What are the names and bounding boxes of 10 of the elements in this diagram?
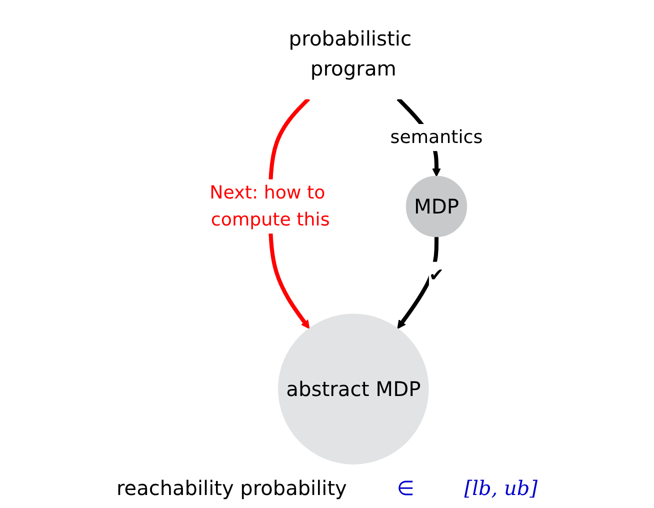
arrow — [397, 236, 438, 329]
node-circle: abstract MDP — [278, 314, 429, 464]
element-of-symbol: ∈ — [396, 476, 414, 500]
edge-label: Next: how to compute this — [210, 182, 330, 231]
label-text: reachability probability — [116, 476, 347, 500]
interval-label: [lb, ub] — [464, 476, 538, 500]
node-circle: MDP — [406, 176, 468, 238]
node-text: probabilistic program — [288, 26, 412, 81]
edge-label: ✔ — [428, 264, 444, 286]
edge-label: semantics — [390, 126, 483, 148]
